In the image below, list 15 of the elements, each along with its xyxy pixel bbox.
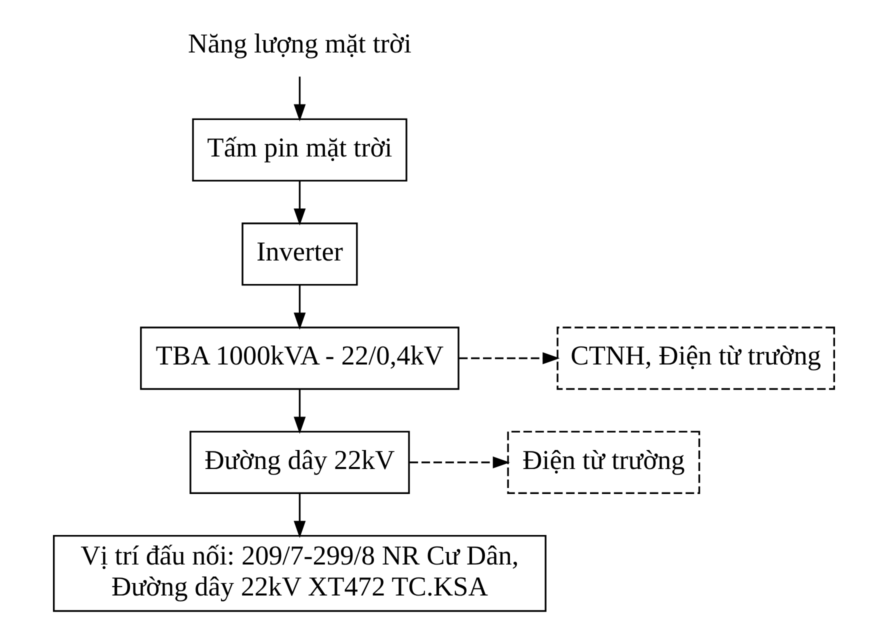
arrow [409,456,510,468]
arrow [293,389,306,434]
node-box: Tấm pin mặt trời [192,118,407,182]
node-box: Đường dây 22kV [189,430,410,494]
node-box: Điện từ trường [506,430,700,494]
node-box: Vị trí đấu nối: 209/7-299/8 NR Cư Dân, Đường dây 22kV XT472 TC.KSA [52,534,546,612]
node-box: CTNH, Điện từ trường [556,326,835,390]
node-box: Inverter [241,222,358,286]
node-box: TBA 1000kVA - 22/0,4kV [140,326,459,390]
node-text: Năng lượng mặt trời [187,28,411,58]
arrow [293,494,306,538]
arrow [293,284,306,330]
arrow [293,180,306,226]
arrow [458,352,560,364]
arrow [293,76,306,122]
